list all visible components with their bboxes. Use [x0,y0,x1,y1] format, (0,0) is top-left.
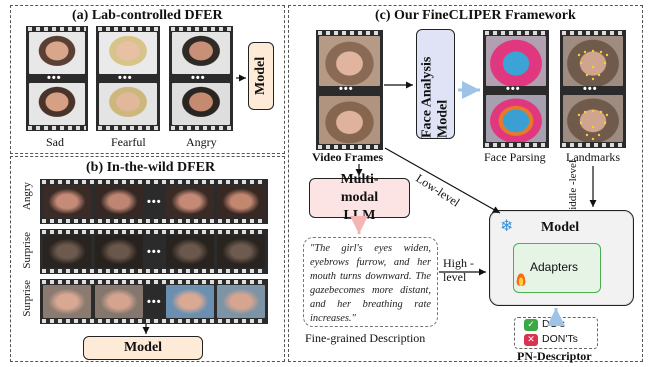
wild-dots-3: ••• [147,296,162,308]
adapters-label: Adapters [530,260,579,274]
wild-strip-angry [40,179,268,224]
fire-icon [516,272,526,286]
lab-strip-sad [26,26,88,131]
video-frames-label: Video Frames [312,150,384,164]
panel-in-the-wild [10,156,285,362]
lab-dots-3: ••• [191,72,206,84]
landmark-dots: ••• [583,83,598,95]
adapters-box: Adapters [513,243,601,293]
wild-strip-surprise-1 [40,229,268,274]
snowflake-icon: ❄ [500,216,514,235]
wild-model-box: Model [83,336,203,360]
face-parsing-label: Face Parsing [484,150,546,164]
landmark-points [577,49,609,141]
face-parsing-strip [483,30,549,148]
video-dots: ••• [339,83,354,95]
fineclipper-model-label: Model [541,220,580,235]
video-frames-strip [316,30,383,150]
wild-dots-2: ••• [147,246,162,258]
fine-grained-description-label: Fine-grained Description [305,331,426,345]
panel-a-title: (a) Lab-controlled DFER [72,8,223,23]
wild-strip-surprise-2 [40,279,268,324]
donts-label: DON'Ts [542,333,578,345]
high-level-label: High -level [443,256,474,284]
wild-dots-1: ••• [147,196,162,208]
lab-dots-1: ••• [47,72,62,84]
description-text: "The girl's eyes widen, eyebrows furrow,… [310,243,431,324]
panel-lab-controlled [10,5,285,154]
arrow-low-level [384,147,501,214]
lab-strip-fearful [96,26,160,131]
label-fearful: Fearful [111,135,146,149]
panel-fineclipper [288,5,643,362]
lab-strip-angry [169,26,233,131]
lab-dots-2: ••• [118,72,133,84]
pn-descriptor-label: PN-Descriptor [517,349,592,363]
landmarks-strip [560,30,626,148]
fine-grained-description-box: "The girl's eyes widen, eyebrows furrow,… [303,237,438,327]
panel-b-title: (b) In-the-wild DFER [86,160,216,175]
multimodal-llm-box: Multi-modal LLM [309,172,410,223]
label-sad: Sad [46,135,64,149]
parsing-dots: ••• [506,83,521,95]
panel-c-title: (c) Our FineCLIPER Framework [375,8,576,23]
check-icon: ✓ [524,319,538,331]
label-angry: Angry [186,135,217,149]
cross-icon: ✕ [524,334,538,346]
landmarks-label: Landmarks [566,150,620,164]
